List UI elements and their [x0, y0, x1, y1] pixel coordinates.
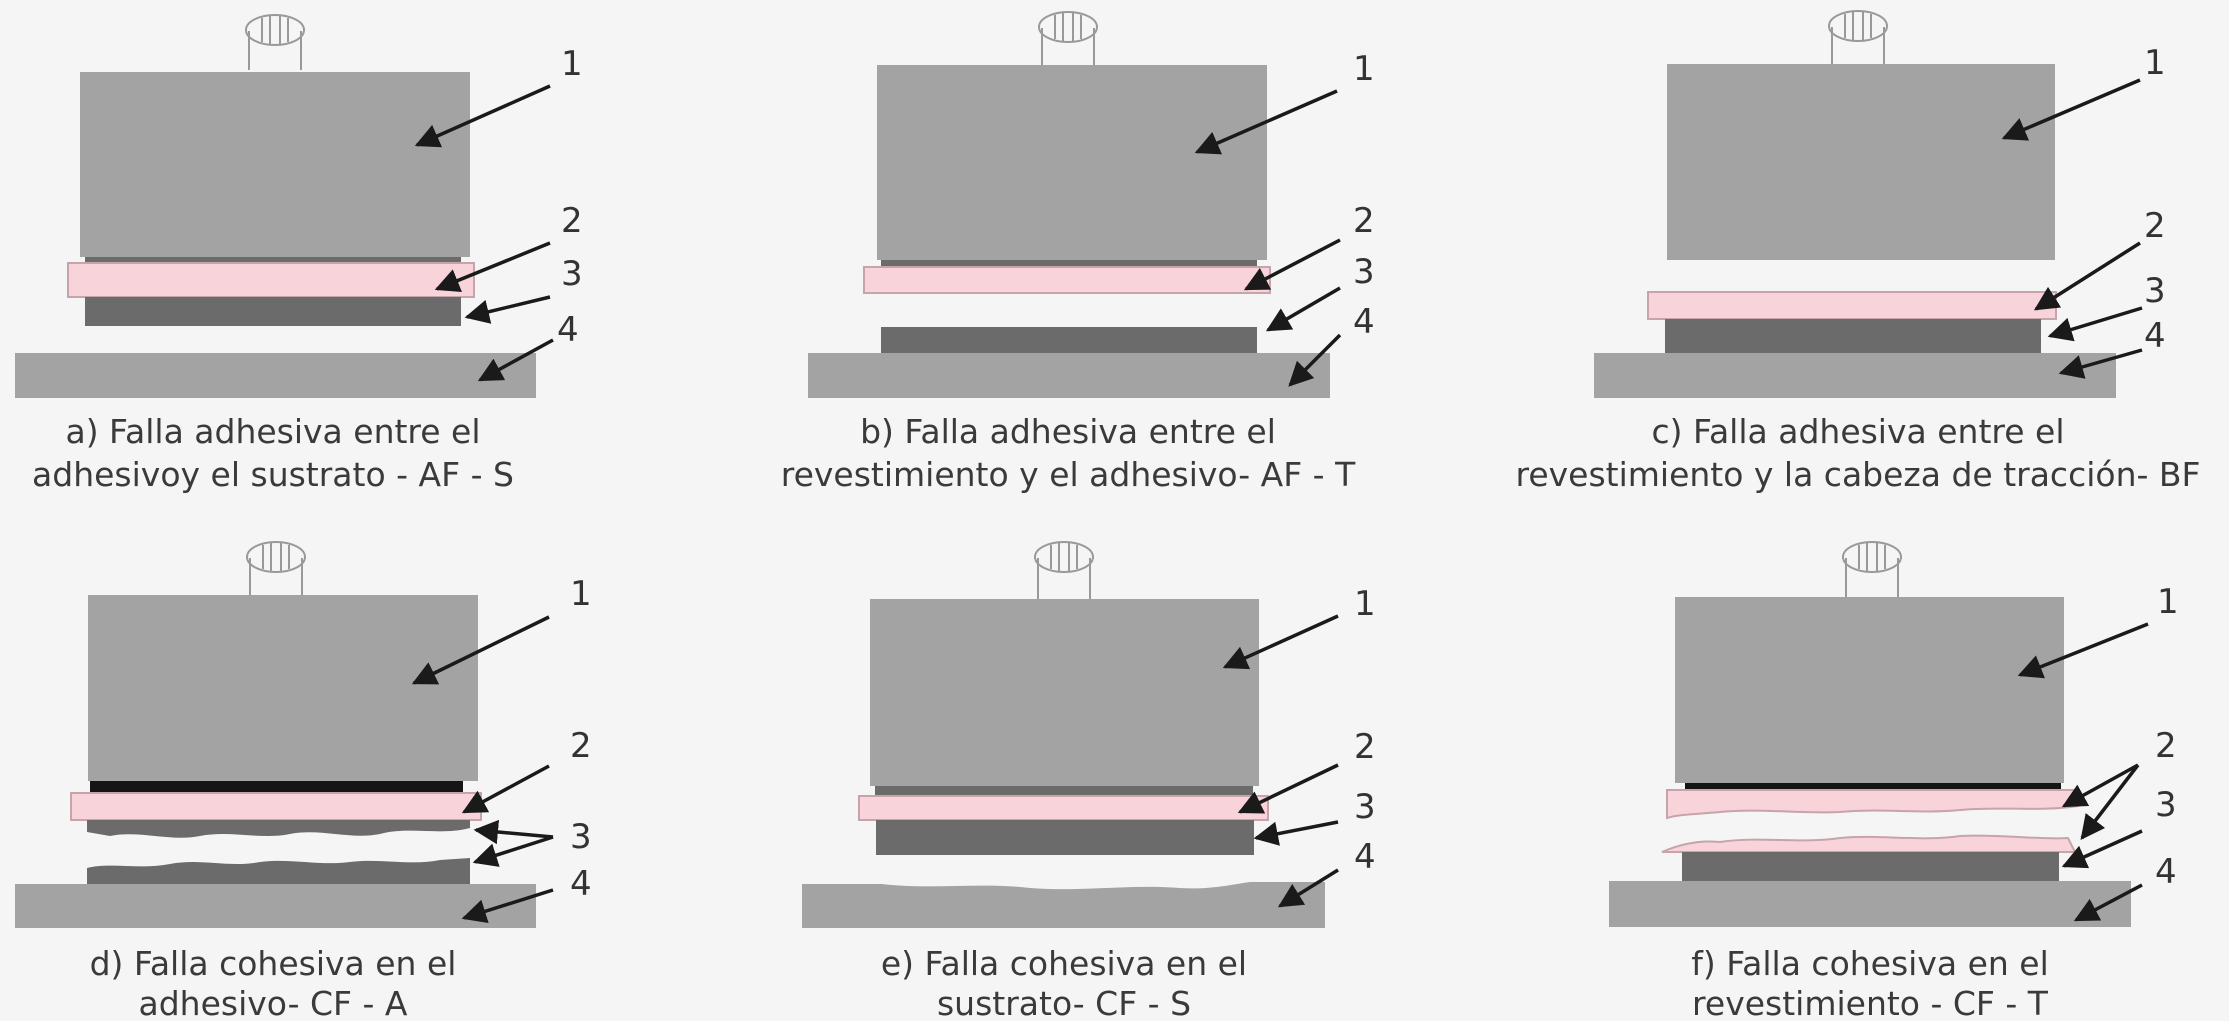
- caption-line-2: adhesivoy el sustrato - AF - S: [32, 455, 514, 494]
- substrate: [1609, 881, 2131, 927]
- coating-layer: [67, 262, 475, 298]
- callout-arrows: [2017, 622, 2149, 922]
- caption-line-2: adhesivo- CF - A: [139, 984, 408, 1021]
- adhesive-layer-lower: [876, 820, 1254, 855]
- caption-line-1: d) Falla cohesiva en el: [90, 944, 457, 983]
- coating-lower-fragment: [1661, 834, 2077, 853]
- callout-label-4: 4: [2144, 316, 2166, 356]
- caption-line-1: e) Falla cohesiva en el: [881, 944, 1247, 983]
- callout-label-2: 2: [561, 201, 583, 241]
- panel-f: 1 2 3 4 f) Falla cohesiva en el revestim…: [1609, 541, 2179, 1021]
- caption-line-2: revestimiento y el adhesivo- AF - T: [781, 455, 1356, 494]
- callout-label-4: 4: [557, 310, 579, 350]
- panel-c: 1 2 3 4 c) Falla adhesiva entre el reves…: [1515, 10, 2201, 494]
- adhesive-layer: [1682, 852, 2059, 884]
- callout-arrows: [1222, 614, 1339, 908]
- dolly-stud-icon: [1038, 11, 1098, 65]
- substrate: [808, 353, 1330, 398]
- callout-label-2: 2: [1353, 201, 1375, 241]
- callout-label-2: 2: [1354, 727, 1376, 767]
- adhesive-fracture-upper: [87, 820, 470, 838]
- panel-d: 1 2 3 4 d) Falla cohesiva en el adhesivo…: [15, 541, 592, 1021]
- panel-e: 1 2 3 4 e) Falla cohesiva en el sustrato…: [802, 541, 1376, 1021]
- dolly-stud-icon: [246, 541, 306, 595]
- callout-label-4: 4: [1353, 302, 1375, 342]
- callout-label-2: 2: [570, 726, 592, 766]
- caption-line-1: b) Falla adhesiva entre el: [860, 412, 1276, 451]
- dolly-block: [1675, 597, 2064, 783]
- coating-layer: [70, 792, 482, 821]
- callout-arrows: [1194, 89, 1342, 387]
- callout-label-3: 3: [2155, 785, 2177, 825]
- coating-layer: [863, 266, 1271, 294]
- callout-label-2: 2: [2144, 206, 2166, 246]
- callout-label-3: 3: [561, 254, 583, 294]
- callout-label-1: 1: [561, 44, 583, 84]
- coating-upper-fragment: [1666, 789, 2079, 820]
- dolly-stud-icon: [1034, 541, 1094, 599]
- dolly-block: [88, 595, 478, 781]
- callout-label-3: 3: [1354, 787, 1376, 827]
- callout-label-2: 2: [2155, 726, 2177, 766]
- substrate: [15, 353, 536, 398]
- callout-label-1: 1: [1353, 49, 1375, 89]
- caption-line-2: sustrato- CF - S: [937, 984, 1191, 1021]
- adhesive-layer-lower: [85, 297, 461, 326]
- caption-line-1: c) Falla adhesiva entre el: [1652, 412, 2065, 451]
- callout-label-3: 3: [2144, 271, 2166, 311]
- callout-label-3: 3: [570, 817, 592, 857]
- callout-arrows: [2001, 78, 2143, 379]
- adhesive-fracture-lower: [87, 858, 470, 884]
- dolly-stud-icon: [245, 14, 305, 70]
- dolly-block: [877, 65, 1267, 260]
- caption-line-2: revestimiento - CF - T: [1692, 984, 2049, 1021]
- callout-arrows: [411, 615, 554, 924]
- callout-label-1: 1: [1354, 584, 1376, 624]
- panel-b: 1 2 3 4 b) Falla adhesiva entre el reves…: [781, 11, 1375, 494]
- callout-label-4: 4: [570, 864, 592, 904]
- adhesive-layer-lower: [881, 327, 1257, 354]
- coating-layer: [858, 795, 1269, 821]
- panel-a: 1 2 3 4 a) Falla adhesiva entre el adhes…: [15, 14, 583, 494]
- coating-layer: [1647, 291, 2057, 320]
- caption-line-1: a) Falla adhesiva entre el: [65, 412, 480, 451]
- callout-arrows: [414, 84, 554, 382]
- callout-label-1: 1: [2144, 43, 2166, 83]
- substrate: [1594, 353, 2116, 398]
- dolly-block: [870, 599, 1259, 786]
- callout-label-3: 3: [1353, 252, 1375, 292]
- dolly-stud-icon: [1828, 10, 1888, 64]
- caption-line-1: f) Falla cohesiva en el: [1691, 944, 2049, 983]
- callout-label-1: 1: [570, 574, 592, 614]
- substrate: [15, 884, 536, 928]
- substrate-fractured: [802, 882, 1325, 928]
- callout-label-1: 1: [2157, 582, 2179, 622]
- dolly-stud-icon: [1842, 541, 1902, 597]
- adhesive-layer: [1665, 319, 2041, 353]
- caption-line-2: revestimiento y la cabeza de tracción- B…: [1515, 455, 2200, 494]
- callout-label-4: 4: [2155, 852, 2177, 892]
- dolly-block: [1667, 64, 2055, 260]
- dolly-block: [80, 72, 470, 257]
- callout-label-4: 4: [1354, 837, 1376, 877]
